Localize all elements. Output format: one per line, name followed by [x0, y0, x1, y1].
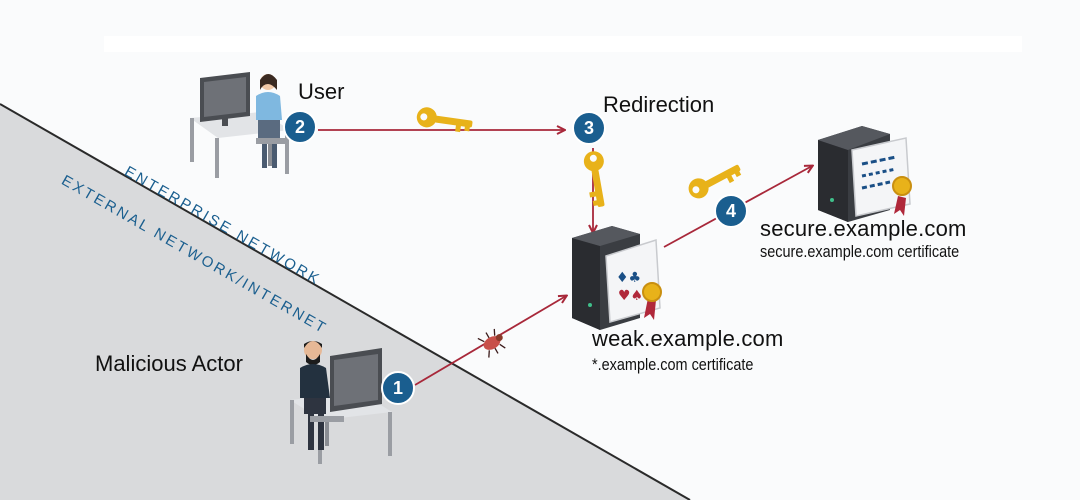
key-icon: [416, 107, 473, 133]
certificate-icon: [851, 137, 911, 217]
seal-icon: [892, 176, 912, 196]
user-label: User: [298, 79, 345, 104]
malware-bug-icon: [477, 328, 506, 358]
step-badge-3: 3: [572, 111, 606, 145]
weak-domain-label: weak.example.com: [592, 326, 784, 351]
attacker-avatar: [304, 341, 322, 359]
secure-domain-label: secure.example.com: [760, 216, 967, 241]
key-icon: [688, 164, 742, 199]
malicious-workstation: [290, 341, 392, 464]
key-icon: [583, 151, 605, 207]
step-number: 2: [295, 117, 305, 137]
malicious-actor-label: Malicious Actor: [95, 351, 243, 376]
secure-certificate-label: secure.example.com certificate: [760, 242, 960, 261]
step-number: 4: [726, 201, 736, 221]
step-badge-2: 2: [283, 110, 317, 144]
secure-server: [818, 126, 912, 222]
svg-text:♥♠: ♥♠: [618, 288, 643, 304]
certificate-icon: [605, 238, 661, 323]
seal-icon: [642, 282, 662, 302]
redirection-label: Redirection: [603, 92, 715, 117]
weak-server: ♦♣ ♥♠: [572, 226, 662, 330]
user-workstation: [190, 72, 290, 178]
network-boundary-line: [0, 103, 691, 500]
top-banner: [104, 36, 1022, 52]
step-number: 3: [584, 118, 594, 138]
step-number: 1: [393, 378, 403, 398]
step-badge-4: 4: [714, 194, 748, 228]
weak-certificate-label: *.example.com certificate: [592, 355, 754, 374]
step-badge-1: 1: [381, 371, 415, 405]
svg-text:♦♣: ♦♣: [616, 270, 641, 286]
